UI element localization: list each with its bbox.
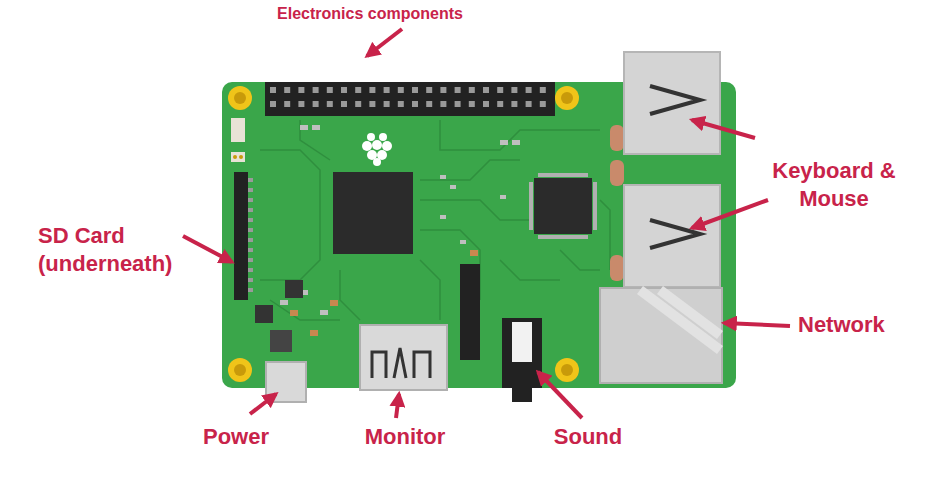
sd-card-label: SD Card (underneath) [38, 222, 193, 277]
power-label: Power [186, 423, 286, 451]
network-label: Network [798, 311, 928, 339]
sound-label: Sound [535, 423, 641, 451]
usb-label: Keyboard & Mouse [768, 157, 900, 212]
header-label: Electronics components [255, 4, 485, 24]
monitor-label: Monitor [345, 423, 465, 451]
